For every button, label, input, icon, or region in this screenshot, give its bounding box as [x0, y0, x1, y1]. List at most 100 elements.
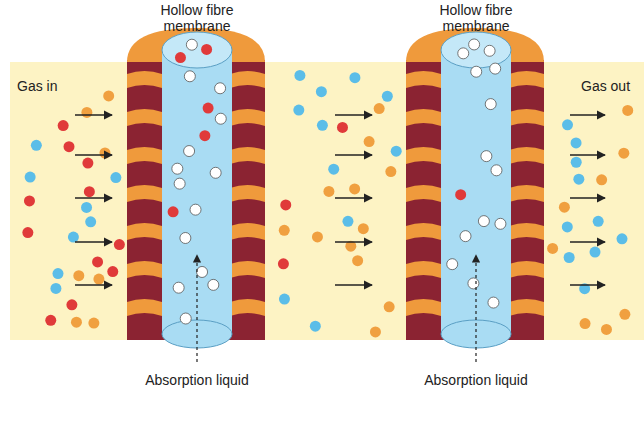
gas-molecule — [616, 233, 627, 244]
gas-molecule — [573, 174, 584, 185]
flow-arrow — [335, 241, 372, 242]
wall-stripe — [509, 261, 544, 278]
flow-arrow — [335, 114, 372, 115]
gas-molecule — [328, 164, 339, 175]
gas-molecule — [317, 120, 328, 131]
wall-stripe — [509, 147, 544, 164]
gas-molecule — [596, 174, 607, 185]
gas-molecule — [279, 225, 290, 236]
gas-molecule — [293, 105, 304, 116]
wall-stripe — [509, 109, 544, 126]
gas-molecule — [197, 266, 208, 277]
gas-molecule — [107, 266, 118, 277]
flow-arrow — [475, 255, 476, 362]
wall-stripe — [230, 299, 265, 316]
wall-stripe — [230, 261, 265, 278]
gas-molecule — [84, 186, 95, 197]
gas-molecule — [374, 103, 385, 114]
flow-arrow — [75, 284, 112, 285]
gas-molecule — [488, 297, 499, 308]
flow-arrow — [570, 114, 605, 115]
gas-molecule — [52, 268, 63, 279]
gas-molecule — [173, 282, 184, 293]
gas-molecule — [619, 309, 630, 320]
gas-molecule — [468, 278, 479, 289]
gas-molecule — [208, 279, 219, 290]
flow-arrow — [570, 284, 605, 285]
gas-molecule — [622, 105, 633, 116]
flow-arrow — [75, 114, 112, 115]
gas-molecule — [81, 202, 92, 213]
gas-molecule — [215, 113, 226, 124]
gas-molecule — [310, 321, 321, 332]
gas-molecule — [180, 233, 191, 244]
gas-molecule — [99, 148, 110, 159]
gas-molecule — [172, 163, 183, 174]
gas-molecule — [601, 324, 612, 335]
gas-molecule — [184, 71, 195, 82]
wall-stripe — [509, 71, 544, 88]
gas-molecule — [25, 172, 36, 183]
gas-molecule — [349, 183, 360, 194]
gas-molecule — [175, 52, 186, 63]
wall-stripe — [406, 223, 441, 240]
flow-arrow — [570, 197, 605, 198]
gas-molecule — [31, 140, 42, 151]
wall-stripe — [406, 185, 441, 202]
gas-molecule — [564, 252, 575, 263]
gas-molecule — [495, 218, 506, 229]
gas-molecule — [190, 204, 201, 215]
gas-molecule — [447, 259, 458, 270]
wall-stripe — [509, 299, 544, 316]
gas-molecule — [85, 216, 96, 227]
gas-molecule — [81, 107, 92, 118]
gas-molecule — [93, 274, 104, 285]
gas-molecule — [58, 120, 69, 131]
gas-molecule — [110, 172, 121, 183]
hollow-fibre — [127, 28, 265, 348]
flow-arrow — [75, 154, 112, 155]
flow-arrow — [196, 255, 197, 362]
wall-stripe — [127, 261, 162, 278]
gas-molecule — [66, 299, 77, 310]
gas-molecule — [349, 72, 360, 83]
flow-arrow — [75, 197, 112, 198]
wall-stripe — [127, 223, 162, 240]
gas-molecule — [45, 315, 56, 326]
gas-molecule — [68, 232, 79, 243]
gas-molecule — [618, 148, 629, 159]
flow-arrow — [335, 197, 372, 198]
wall-stripe — [127, 185, 162, 202]
gas-molecule — [460, 231, 471, 242]
gas-molecule — [384, 301, 395, 312]
wall-stripe — [509, 223, 544, 240]
gas-molecule — [280, 199, 291, 210]
gas-molecule — [370, 326, 381, 337]
wall-stripe — [127, 109, 162, 126]
gas-molecule — [385, 166, 396, 177]
membrane-label: Hollow fibre membrane — [127, 2, 267, 34]
gas-molecule — [114, 239, 125, 250]
gas-molecule — [593, 216, 604, 227]
gas-molecule — [22, 227, 33, 238]
gas-molecule — [364, 136, 375, 147]
flow-arrow — [570, 154, 605, 155]
gas-molecule — [316, 86, 327, 97]
wall-stripe — [406, 109, 441, 126]
wall-stripe — [230, 185, 265, 202]
gas-molecule — [471, 66, 482, 77]
gas-molecule — [71, 317, 82, 328]
gas-molecule — [312, 231, 323, 242]
gas-molecule — [547, 243, 558, 254]
liquid-label: Absorption liquid — [416, 372, 536, 388]
gas-molecule — [88, 318, 99, 329]
gas-molecule — [73, 270, 84, 281]
gas-molecule — [458, 48, 469, 59]
gas-molecule — [174, 178, 185, 189]
wall-stripe — [406, 147, 441, 164]
gas-molecule — [580, 318, 591, 329]
gas-molecule — [294, 70, 305, 81]
wall-stripe — [406, 299, 441, 316]
gas-molecule — [50, 283, 61, 294]
